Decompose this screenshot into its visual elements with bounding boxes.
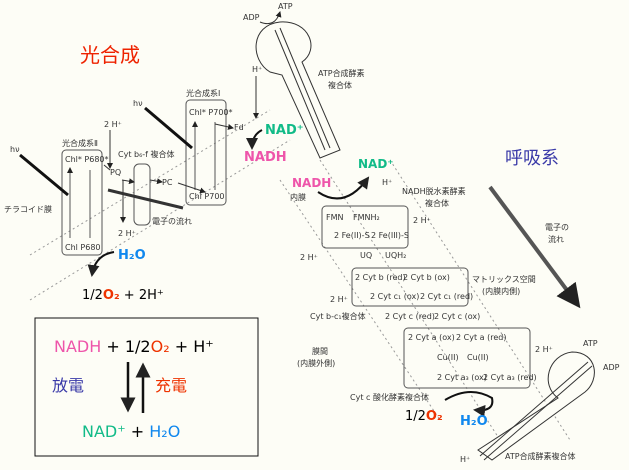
uqh2: UQH₂ xyxy=(385,251,406,260)
atp-synthase-bottom xyxy=(477,351,595,461)
matrix-label: マトリックス空間 xyxy=(472,274,536,284)
resp-nad-label: NAD⁺ xyxy=(358,157,394,171)
ps2-bottom: Chl P680 xyxy=(65,243,101,252)
photo-h2o-label: H₂O xyxy=(118,248,146,263)
equation-bottom: NAD⁺ + H₂O xyxy=(82,422,180,441)
photosystem-2-box xyxy=(61,149,103,256)
cyt-a3-red: 2 Cyt a₃ (red) xyxy=(483,373,537,382)
matrix-label-2: (内膜内側) xyxy=(482,286,520,296)
fe2: 2 Fe(II)-S xyxy=(334,231,370,240)
cyt-oxidase-box xyxy=(403,327,531,389)
fe3: 2 Fe(III)-S xyxy=(371,231,409,240)
ps1-top: Chl* P700* xyxy=(189,108,233,117)
cyt-a-ox: 2 Cyt a (ox) xyxy=(408,333,455,342)
resp-o2: 1/2O₂ xyxy=(405,409,443,424)
hv-label: hν xyxy=(10,145,20,154)
adp-label: ADP xyxy=(243,13,260,22)
resp-hplus-bottom: H⁺ xyxy=(460,455,470,464)
thylakoid-label: チラコイド膜 xyxy=(4,204,52,214)
ps2-label: 光合成系Ⅱ xyxy=(62,138,98,148)
atp-synthase-label: ATP合成酵素 xyxy=(318,68,365,78)
electron-flow-arrow xyxy=(488,185,581,309)
equation-top: NADH + 1/2O₂ + H⁺ xyxy=(54,337,214,356)
resp-electron-flow: 電子の xyxy=(545,223,569,232)
cyt-c1-ox: 2 Cyt c₁ (ox) xyxy=(370,292,419,301)
cyt-bc1-box xyxy=(351,267,469,307)
resp-hplus-label: H⁺ xyxy=(382,178,392,187)
two-h-3: 2 H⁺ xyxy=(330,295,348,304)
bc1-label: Cyt b-c₁複合体 xyxy=(310,311,366,321)
cyt-b-ox: 2 Cyt b (ox) xyxy=(403,273,450,282)
electron-flow-label: 電子の流れ xyxy=(152,216,192,226)
inner-membrane-label: 内膜 xyxy=(290,192,306,202)
intermembrane-label: 膜間 xyxy=(312,346,328,356)
cyt-c-red: 2 Cyt c (red) xyxy=(385,312,435,321)
photo-nad-label: NAD⁺ xyxy=(265,123,304,138)
fmn: FMN xyxy=(326,213,344,222)
atp-synthase-top xyxy=(255,11,341,159)
ps2-top: Chl* P680* xyxy=(65,155,109,164)
resp-electron-flow-2: 流れ xyxy=(548,234,564,244)
resp-atp: ATP xyxy=(583,339,598,348)
uq: UQ xyxy=(360,251,372,260)
cyt-b6f-label: Cyt b₆-f 複合体 xyxy=(118,149,175,159)
hplus-label: H⁺ xyxy=(252,65,262,74)
pq-label: PQ xyxy=(110,168,121,177)
intermembrane-label-2: (内膜外側) xyxy=(297,358,335,368)
photo-nadh-label: NADH xyxy=(244,150,287,165)
resp-atp-synthase-label: ATP合成酵素複合体 xyxy=(505,451,576,461)
two-h-bottom: 2 H⁺ xyxy=(118,229,136,238)
cyt-c1-red: 2 Cyt c₁ (red) xyxy=(420,292,473,301)
nadh-dh-label: NADH脱水素酵素 xyxy=(402,186,466,196)
photosystem-1-box xyxy=(185,99,227,206)
charge-label: 充電 xyxy=(155,376,187,395)
photosynthesis-title: 光合成 xyxy=(80,43,140,67)
equation-box xyxy=(34,317,259,457)
nadh-dh-label-2: 複合体 xyxy=(425,198,449,208)
fmnh2: FMNH₂ xyxy=(353,213,380,222)
respiration-title: 呼吸系 xyxy=(505,148,559,169)
photo-products: 1/2O₂ + 2H⁺ xyxy=(82,288,164,303)
cu2: Cu(II) xyxy=(467,353,489,362)
nadh-dh-box xyxy=(321,205,409,249)
cyt-a-red: 2 Cyt a (red) xyxy=(456,333,506,342)
resp-h2o: H₂O xyxy=(460,414,488,429)
pc-label: PC xyxy=(162,178,173,187)
resp-nadh-label: NADH xyxy=(292,176,331,190)
discharge-label: 放電 xyxy=(52,376,84,395)
cyt-b-red: 2 Cyt b (red) xyxy=(355,273,406,282)
two-h-4: 2 H⁺ xyxy=(535,345,553,354)
atp-label: ATP xyxy=(278,2,293,11)
oxidase-label: Cyt c 酸化酵素複合体 xyxy=(350,392,429,402)
two-h-top: 2 H⁺ xyxy=(104,120,122,129)
cyt-a3-ox: 2 Cyt a₃ (ox) xyxy=(437,373,487,382)
cyt-c-ox: 2 Cyt c (ox) xyxy=(434,312,480,321)
atp-synthase-label-2: 複合体 xyxy=(328,80,352,90)
cu1: Cu(II) xyxy=(437,353,459,362)
ps1-label: 光合成系Ⅰ xyxy=(186,88,220,98)
two-h-1: 2 H⁺ xyxy=(413,216,431,225)
ps1-bottom: Chl P700 xyxy=(189,192,225,201)
hv-label-2: hν xyxy=(133,99,143,108)
fd-label: Fd xyxy=(234,123,244,132)
cyt-b6f-box xyxy=(133,163,151,226)
two-h-2: 2 H⁺ xyxy=(300,253,318,262)
resp-adp: ADP xyxy=(603,363,620,372)
